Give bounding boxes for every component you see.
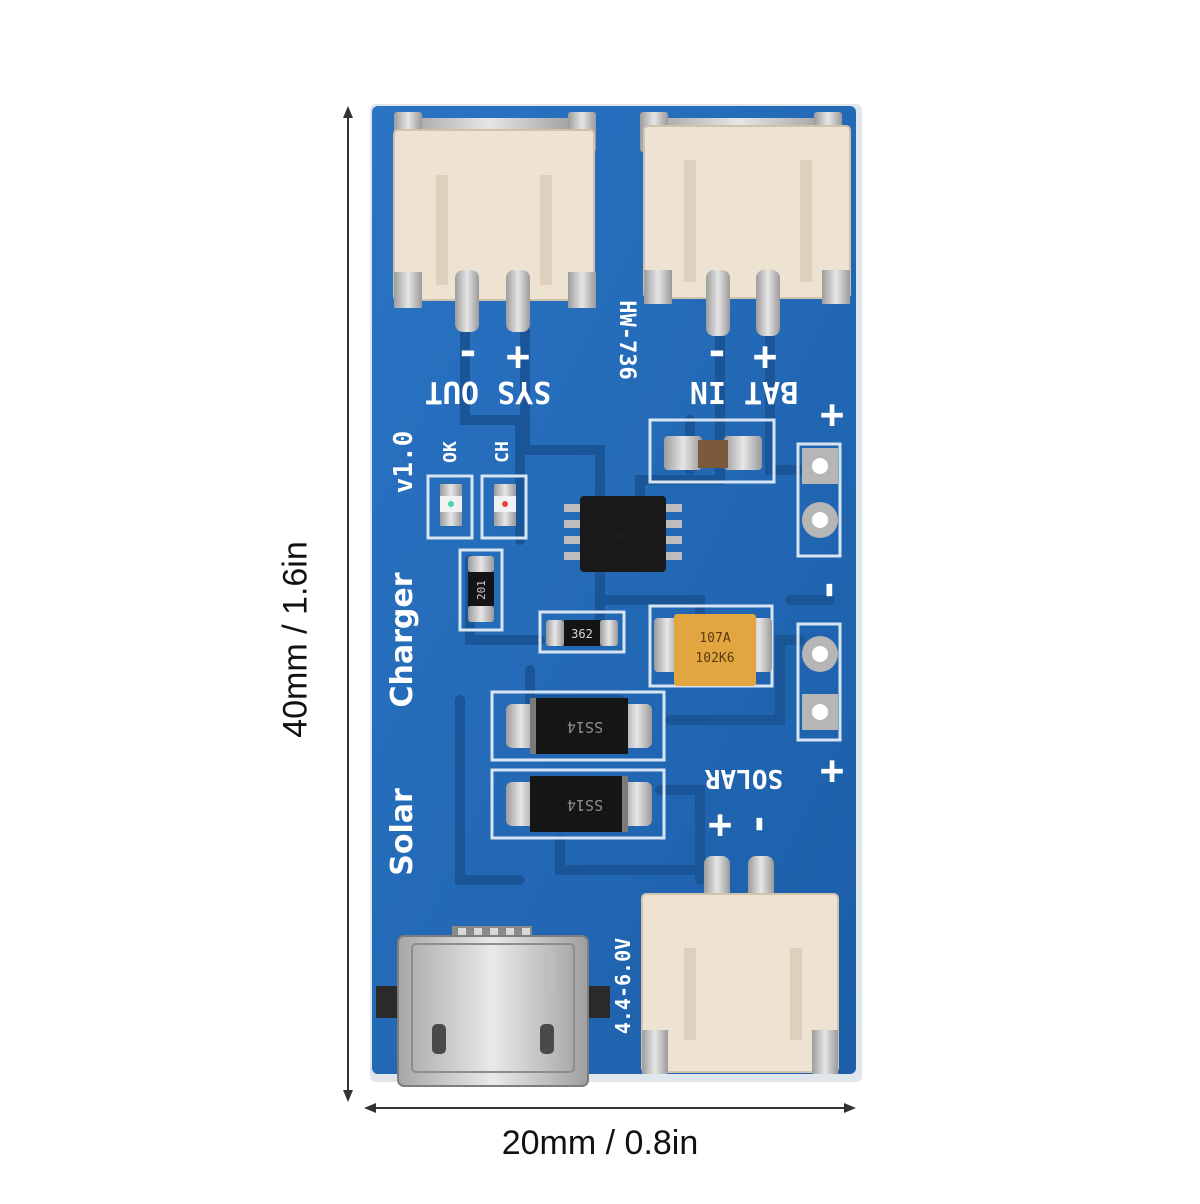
pcb-board: ALF 201 bbox=[370, 104, 862, 1087]
bat-in-connector bbox=[640, 112, 851, 336]
sys-minus-label: - bbox=[456, 332, 480, 378]
diode-2-marking: SS14 bbox=[567, 796, 603, 814]
tantalum-capacitor: 107A 102K6 bbox=[648, 604, 774, 688]
bat-minus-label: - bbox=[705, 332, 729, 378]
diode-ss14-2: SS14 bbox=[490, 768, 666, 840]
solar-plus-label: + bbox=[708, 802, 732, 848]
height-dimension-label: 40mm / 1.6in bbox=[276, 541, 315, 738]
resistor-362: 362 bbox=[538, 610, 626, 654]
capacitor-marking-line1: 107A bbox=[699, 631, 730, 646]
out-plus-label: + bbox=[820, 392, 844, 438]
solar-minus-label: - bbox=[738, 812, 784, 836]
width-dimension-line bbox=[364, 1103, 856, 1113]
bat-plus-label: + bbox=[753, 334, 777, 380]
resistor-201-marking: 201 bbox=[475, 580, 488, 600]
micro-usb-port bbox=[376, 926, 610, 1087]
sys-out-label: SYS OUT bbox=[425, 374, 551, 409]
led-ch-label: CH bbox=[492, 441, 513, 463]
diode-ss14-1: SS14 bbox=[490, 690, 666, 762]
title-charger: Charger bbox=[385, 572, 420, 707]
led-ok bbox=[426, 474, 474, 540]
bat-in-label: BAT IN bbox=[690, 374, 798, 409]
voltage-label: 4.4-6.0V bbox=[611, 938, 635, 1034]
chip-marking: ALF bbox=[614, 532, 632, 543]
resistor-201: 201 bbox=[458, 548, 504, 632]
capacitor-marking-line2: 102K6 bbox=[695, 651, 734, 666]
out-minus-label: - bbox=[808, 578, 854, 602]
smd-resistor-top bbox=[648, 418, 776, 484]
title-solar: Solar bbox=[385, 788, 420, 876]
led-ch bbox=[480, 474, 528, 540]
diode-1-marking: SS14 bbox=[567, 718, 603, 736]
charger-ic: ALF bbox=[564, 496, 682, 572]
solar-label: SOLAR bbox=[705, 763, 784, 793]
silkscreen: SYS OUT BAT IN HW-736 - + - + + - + SOLA… bbox=[385, 300, 854, 1034]
output-pin-header bbox=[796, 442, 842, 558]
solar-side-plus-label: + bbox=[820, 748, 844, 794]
width-dimension-label: 20mm / 0.8in bbox=[501, 1124, 699, 1162]
solar-pin-header bbox=[796, 622, 842, 742]
model-label: HW-736 bbox=[614, 300, 639, 379]
led-ok-label: OK bbox=[440, 441, 461, 463]
version-label: v1.0 bbox=[389, 431, 419, 494]
solar-connector bbox=[641, 856, 839, 1074]
sys-plus-label: + bbox=[506, 334, 530, 380]
sys-out-connector bbox=[393, 112, 596, 332]
resistor-362-marking: 362 bbox=[571, 627, 593, 641]
height-dimension-line bbox=[343, 106, 353, 1102]
